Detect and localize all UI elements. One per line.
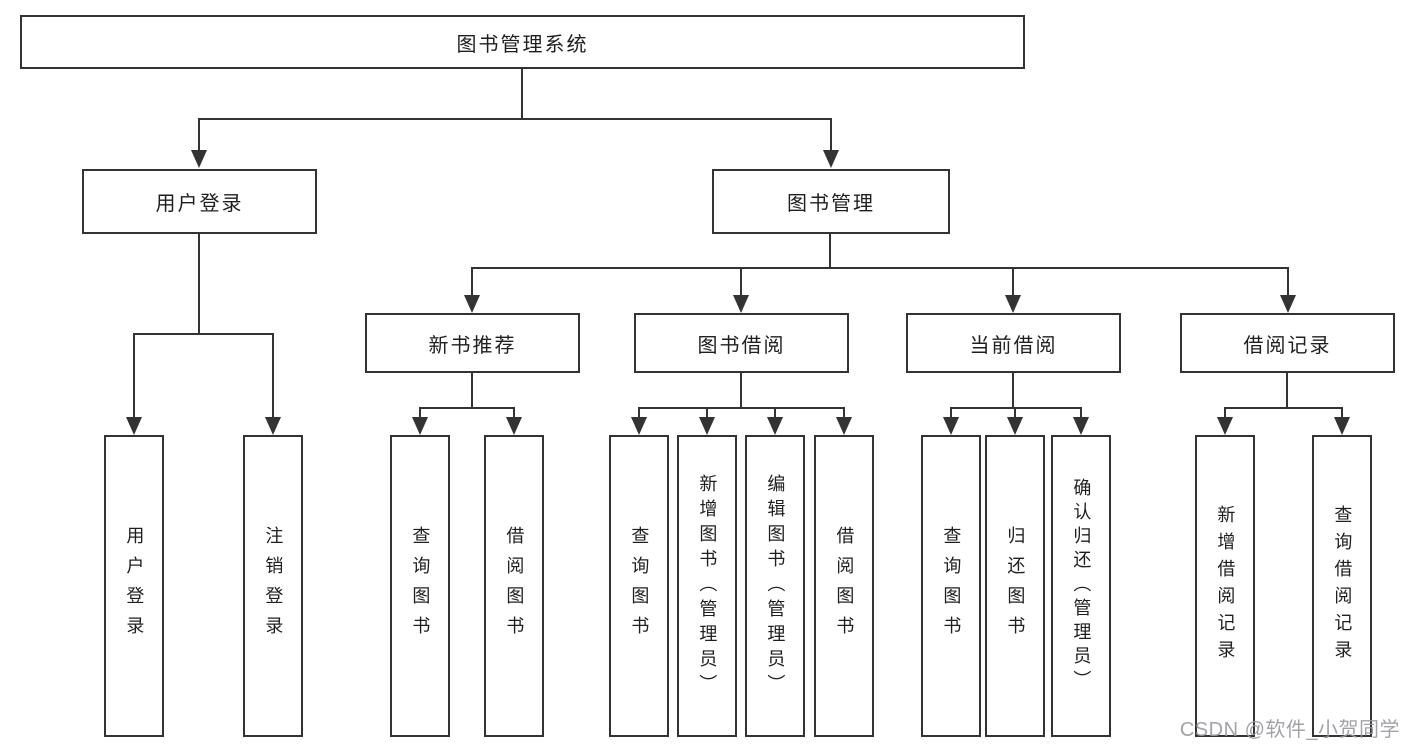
leaf-add-borrow-record: 新增借阅记录	[1195, 435, 1255, 737]
node-new-book-recommend-label: 新书推荐	[428, 334, 517, 357]
leaf-label: 新增图书（管理员）	[697, 473, 718, 699]
connector-level1-branch	[198, 118, 832, 120]
leaf-label: 确认归还（管理员）	[1071, 478, 1092, 694]
node-current-borrow: 当前借阅	[906, 313, 1121, 373]
leaf-label: 查询图书	[410, 526, 431, 646]
connector-root-stem	[521, 68, 523, 119]
arrow-down	[943, 417, 959, 435]
arrow-down	[464, 295, 480, 313]
csdn-watermark: CSDN @软件_小贺同学	[1179, 719, 1400, 741]
connector-to-borrow-record	[1287, 267, 1289, 295]
leaf-return-books: 归还图书	[985, 435, 1045, 737]
leaf-label: 查询图书	[941, 526, 962, 646]
arrow-down	[1007, 417, 1023, 435]
leaf-user-login: 用户登录	[104, 435, 164, 737]
node-book-management: 图书管理	[712, 169, 950, 234]
leaf-borrow-books: 借阅图书	[814, 435, 874, 737]
arrow-down	[1334, 417, 1350, 435]
connector-to-book-borrow	[740, 267, 742, 295]
node-root-label: 图书管理系统	[456, 33, 589, 56]
arrow-down	[265, 417, 281, 435]
connector-to-leaf	[706, 407, 708, 418]
node-root: 图书管理系统	[20, 15, 1025, 69]
connector-to-user-login	[198, 118, 200, 151]
arrow-down	[767, 417, 783, 435]
node-book-borrow-label: 图书借阅	[697, 334, 786, 357]
leaf-edit-books-admin: 编辑图书（管理员）	[745, 435, 805, 737]
arrow-down	[126, 417, 142, 435]
connector-borrow-record-stem	[1286, 373, 1288, 408]
connector-current-borrow-branch	[950, 407, 1082, 409]
leaf-logout: 注销登录	[243, 435, 303, 737]
connector-user-login-branch	[133, 333, 274, 335]
leaf-label: 借阅图书	[504, 526, 525, 646]
connector-to-new-book	[471, 267, 473, 295]
connector-book-borrow-stem	[740, 373, 742, 408]
connector-book-borrow-branch	[638, 407, 845, 409]
leaf-label: 用户登录	[124, 526, 145, 646]
leaf-query-books-recommend: 查询图书	[390, 435, 450, 737]
connector-to-leaf	[272, 333, 274, 417]
node-borrow-record-label: 借阅记录	[1243, 334, 1332, 357]
connector-to-leaf	[133, 333, 135, 417]
connector-current-borrow-stem	[1012, 373, 1014, 408]
connector-to-leaf	[513, 407, 515, 418]
arrow-down	[1217, 417, 1233, 435]
arrow-down	[1073, 417, 1089, 435]
node-user-login-label: 用户登录	[155, 193, 244, 215]
leaf-label: 借阅图书	[834, 526, 855, 646]
connector-new-book-stem	[471, 373, 473, 408]
connector-to-leaf	[950, 407, 952, 418]
connector-to-leaf	[638, 407, 640, 418]
leaf-query-borrow-record: 查询借阅记录	[1312, 435, 1372, 737]
node-current-borrow-label: 当前借阅	[969, 334, 1058, 357]
node-borrow-record: 借阅记录	[1180, 313, 1395, 373]
arrow-down	[631, 417, 647, 435]
arrow-down	[823, 150, 839, 168]
arrow-down	[733, 295, 749, 313]
node-new-book-recommend: 新书推荐	[365, 313, 580, 373]
connector-to-leaf	[1224, 407, 1226, 418]
connector-new-book-branch	[419, 407, 515, 409]
leaf-confirm-return-admin: 确认归还（管理员）	[1051, 435, 1111, 737]
arrow-down	[506, 417, 522, 435]
connector-to-leaf	[419, 407, 421, 418]
connector-level2-branch	[472, 267, 1289, 269]
connector-to-leaf	[1341, 407, 1343, 418]
arrow-down	[699, 417, 715, 435]
leaf-query-books-current: 查询图书	[921, 435, 981, 737]
arrow-down	[412, 417, 428, 435]
leaf-label: 查询图书	[629, 526, 650, 646]
leaf-label: 归还图书	[1005, 526, 1026, 646]
leaf-label: 新增借阅记录	[1215, 505, 1236, 667]
leaf-label: 查询借阅记录	[1332, 505, 1353, 667]
connector-to-leaf	[1014, 407, 1016, 418]
connector-to-leaf	[843, 407, 845, 418]
node-book-borrow: 图书借阅	[634, 313, 849, 373]
connector-borrow-record-branch	[1224, 407, 1343, 409]
leaf-borrow-books-recommend: 借阅图书	[484, 435, 544, 737]
connector-to-book-management	[830, 118, 832, 151]
arrow-down	[836, 417, 852, 435]
arrow-down	[1280, 295, 1296, 313]
leaf-add-books-admin: 新增图书（管理员）	[677, 435, 737, 737]
connector-to-leaf	[1080, 407, 1082, 418]
connector-to-current-borrow	[1012, 267, 1014, 295]
arrow-down	[1005, 295, 1021, 313]
leaf-label: 注销登录	[263, 526, 284, 646]
connector-book-management-stem	[829, 234, 831, 268]
node-user-login: 用户登录	[82, 169, 317, 234]
connector-user-login-stem	[198, 234, 200, 333]
node-book-management-label: 图书管理	[787, 193, 875, 215]
connector-to-leaf	[774, 407, 776, 418]
leaf-label: 编辑图书（管理员）	[765, 473, 786, 699]
leaf-query-books-borrow: 查询图书	[609, 435, 669, 737]
arrow-down	[191, 150, 207, 168]
